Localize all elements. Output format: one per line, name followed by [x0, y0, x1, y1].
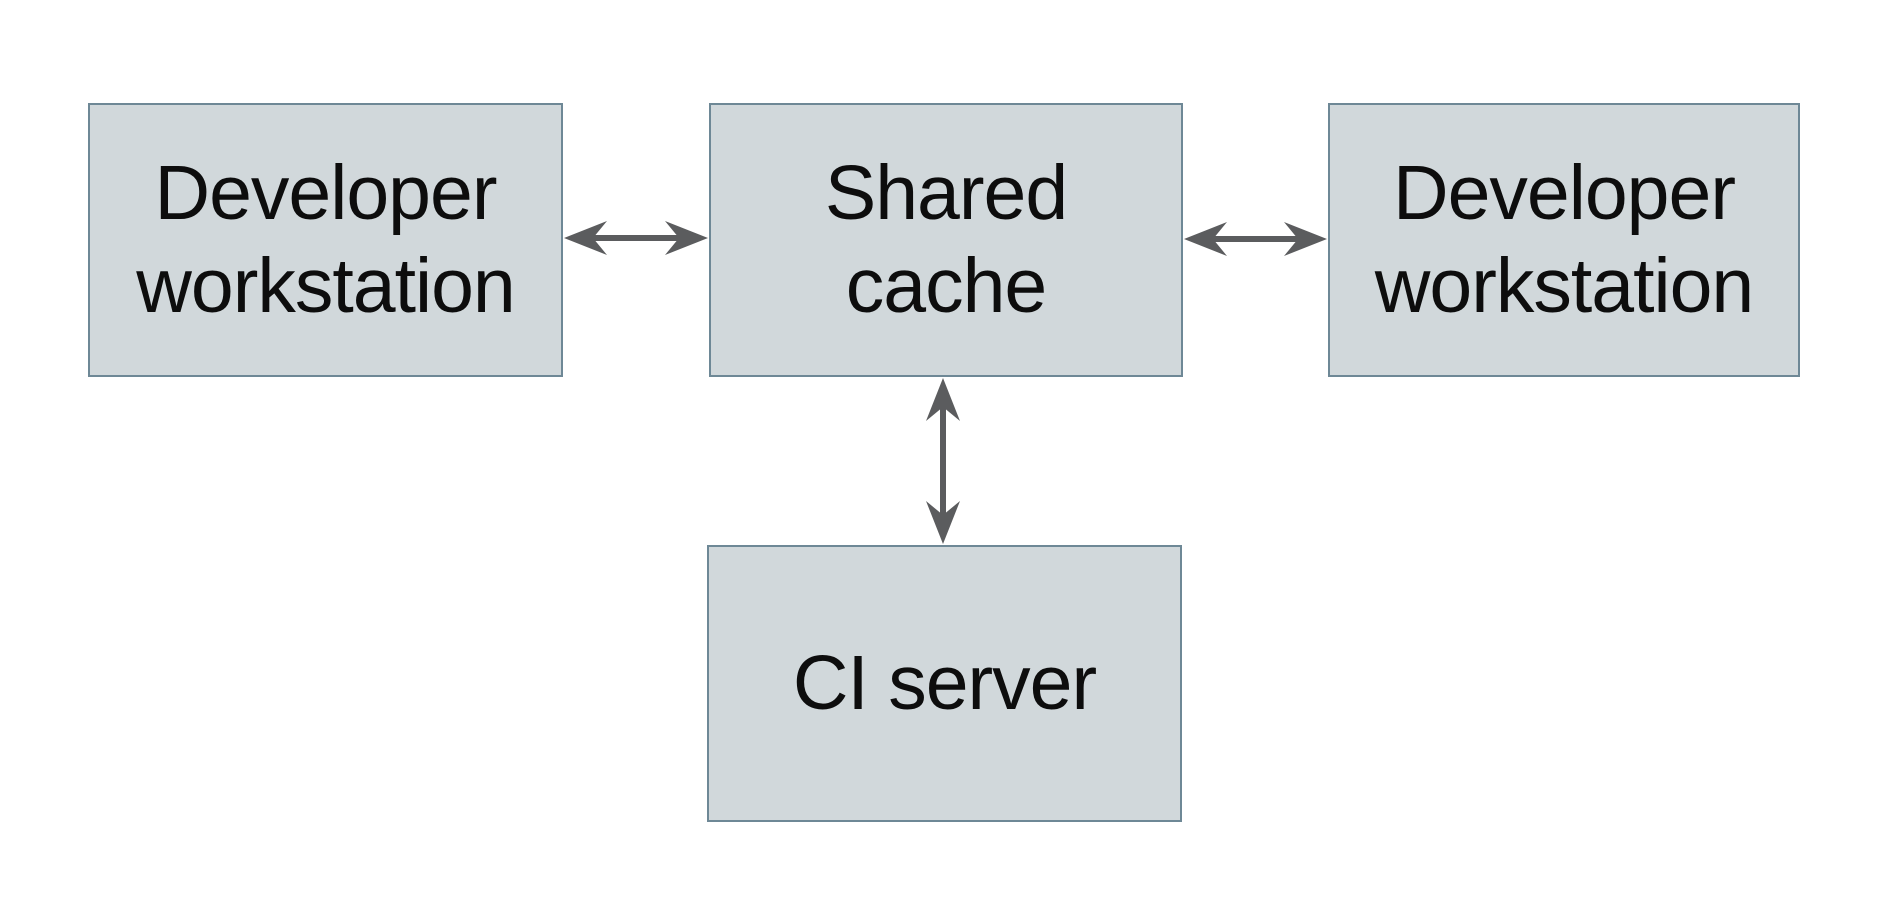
node-developer-workstation-right: Developer workstation	[1328, 103, 1800, 377]
node-label-line: Developer	[154, 150, 498, 236]
node-developer-workstation-left: Developer workstation	[88, 103, 563, 377]
arrowhead-down-icon	[926, 501, 960, 544]
arrowhead-left-icon	[564, 221, 607, 255]
arrowhead-left-icon	[1184, 222, 1227, 256]
edge-sharedcache-devright	[1183, 216, 1328, 262]
edge-sharedcache-ciserver	[920, 377, 966, 545]
node-label-line: CI server	[792, 640, 1097, 726]
node-label-line: workstation	[1374, 243, 1754, 329]
node-label-line: workstation	[136, 243, 515, 329]
node-label-line: cache	[845, 243, 1047, 329]
node-label: CI server	[792, 637, 1097, 730]
arrow-shaft	[940, 403, 946, 519]
node-label-line: Developer	[1393, 150, 1736, 236]
node-shared-cache: Shared cache	[709, 103, 1183, 377]
arrow-shaft	[589, 235, 683, 241]
arrowhead-up-icon	[926, 378, 960, 421]
arrowhead-right-icon	[1284, 222, 1327, 256]
bidirectional-arrow-icon	[564, 221, 708, 255]
arrowhead-right-icon	[665, 221, 708, 255]
node-label: Developer workstation	[1374, 147, 1754, 333]
node-label-line: Shared	[824, 150, 1068, 236]
arrow-shaft	[1209, 236, 1302, 242]
node-label: Developer workstation	[136, 147, 515, 333]
node-ci-server: CI server	[707, 545, 1182, 822]
node-label: Shared cache	[824, 147, 1068, 333]
edge-devleft-sharedcache	[563, 215, 709, 261]
bidirectional-arrow-icon	[1184, 222, 1327, 256]
bidirectional-arrow-icon	[926, 378, 960, 544]
